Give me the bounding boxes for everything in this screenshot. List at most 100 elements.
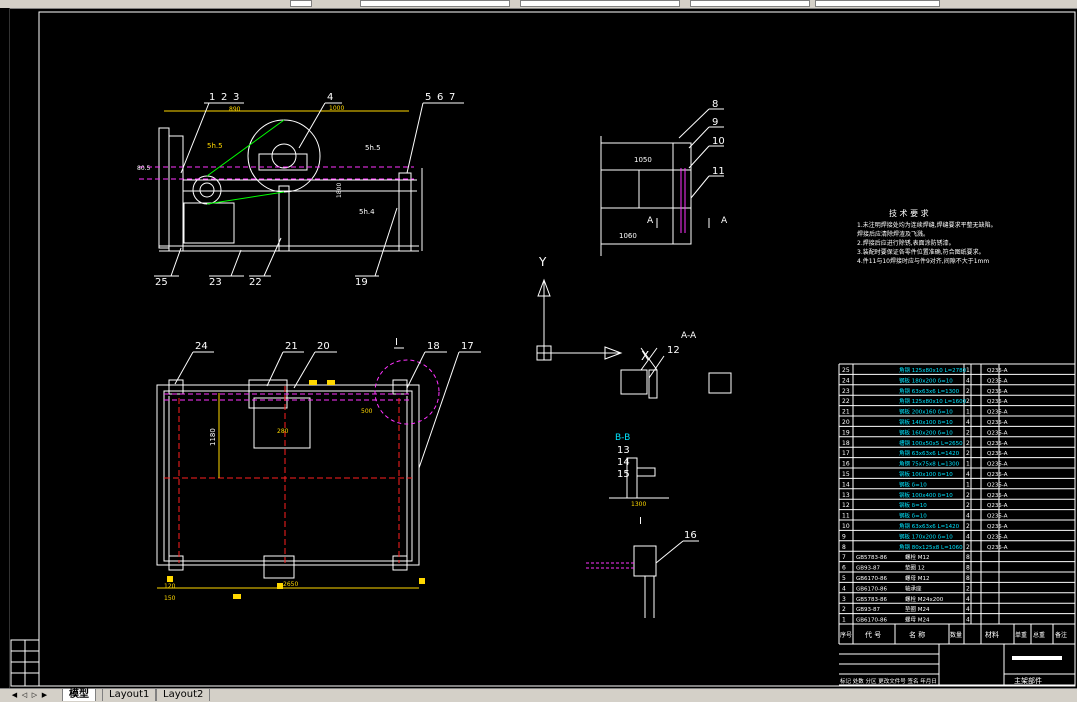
svg-text:A: A — [647, 216, 654, 226]
bom-row-material: Q235-A — [987, 493, 1008, 499]
left-ruler-strip — [0, 8, 10, 688]
svg-text:A: A — [721, 216, 728, 226]
callout-12: 12 — [667, 345, 680, 356]
svg-text:5h.5: 5h.5 — [365, 144, 381, 152]
callout-4: 4 — [327, 92, 333, 103]
svg-text:1300: 1300 — [631, 501, 646, 508]
bom-row-no: 3 — [842, 596, 846, 603]
bom-header-no: 序号 — [840, 631, 852, 639]
section-view: 1050 1060 8 9 10 11 A A — [600, 99, 728, 256]
toolbar-button[interactable] — [290, 0, 312, 7]
svg-text:80.5: 80.5 — [137, 165, 151, 172]
bom-row-material: Q235-A — [987, 534, 1008, 540]
detail-views: A-A 12 B-B 13 14 15 1300 I 16 — [586, 331, 732, 618]
lineweight-dropdown[interactable] — [690, 0, 810, 7]
svg-text:500: 500 — [361, 408, 373, 415]
callout-11: 11 — [712, 166, 725, 177]
bom-row-qty: 8 — [966, 565, 970, 572]
prev-tab-button[interactable]: ◁ — [21, 691, 28, 699]
bom-row-no: 9 — [842, 533, 846, 540]
bom-row-spec: 钢板 170x200 δ=10 — [899, 532, 953, 540]
bom-row-material: Q235-A — [987, 545, 1008, 551]
callout-7: 7 — [449, 92, 455, 103]
bom-row-no: 8 — [842, 544, 846, 551]
bom-row-qty: 2 — [966, 585, 970, 592]
title-block-labels: 标记 处数 分区 更改文件号 签名 年月日 — [840, 677, 937, 685]
bom-row-spec: 角钢 75x75x8 L=1300 — [899, 460, 960, 468]
callout-8: 8 — [712, 99, 718, 110]
note-line-2: 焊接后应清除焊渣及飞溅。 — [857, 230, 929, 238]
svg-text:1060: 1060 — [619, 232, 637, 240]
color-dropdown[interactable] — [815, 0, 940, 7]
callout-5: 5 — [425, 92, 431, 103]
bom-row-code: GB6170-86 — [856, 618, 888, 624]
callout-16: 16 — [684, 530, 697, 541]
first-tab-button[interactable]: ◀ — [11, 691, 18, 699]
bom-row-no: 21 — [842, 409, 850, 416]
bom-row-spec: 角钢 63x63x6 L=1420 — [899, 522, 960, 530]
callout-20: 20 — [317, 341, 330, 352]
bom-row-no: 11 — [842, 513, 850, 520]
bom-row-qty: 1 — [966, 367, 970, 374]
tab-layout1[interactable]: Layout1 — [102, 689, 157, 701]
bom-row-material: Q235-A — [987, 378, 1008, 384]
bom-row-no: 10 — [842, 523, 850, 530]
callout-21: 21 — [285, 341, 298, 352]
callout-1: 1 — [209, 92, 215, 103]
bom-row-spec: 钢板 200x160 δ=10 — [899, 408, 953, 416]
bom-row-no: 2 — [842, 606, 846, 613]
bom-row-material: Q235-A — [987, 420, 1008, 426]
bom-row-no: 23 — [842, 388, 850, 395]
bom-row-material: Q235-A — [987, 524, 1008, 530]
callout-10: 10 — [712, 136, 725, 147]
bom-row-no: 22 — [842, 398, 850, 405]
bom-row-qty: 2 — [966, 523, 970, 530]
layer-dropdown[interactable] — [360, 0, 510, 7]
bom-row-code: GB5783-86 — [856, 597, 888, 603]
bom-header-unit-weight: 单重 — [1015, 631, 1027, 639]
tab-layout2[interactable]: Layout2 — [156, 689, 211, 701]
bom-row-no: 4 — [842, 585, 846, 592]
bom-row-spec: 钢板 100x400 δ=10 — [899, 491, 953, 499]
section-label-AA: A-A — [681, 331, 697, 341]
bom-row-material: Q235-A — [987, 410, 1008, 416]
note-line-4: 3.装配时要保证各零件位置准确,符合图纸要求。 — [857, 248, 985, 256]
bom-row-spec: 钢板 100x100 δ=10 — [899, 470, 953, 478]
bom-row-no: 7 — [842, 554, 846, 561]
bom-row-spec: 钢板 180x200 δ=10 — [899, 376, 953, 384]
cad-drawing-canvas[interactable]: 5h.5 5h.5 5h.4 890 1000 1800 80.5 1 2 3 … — [9, 8, 1077, 688]
bom-row-qty: 4 — [966, 419, 970, 426]
bom-row-material: Q235-A — [987, 389, 1008, 395]
bom-row-spec: 槽钢 100x50x5 L=2650 — [899, 439, 963, 447]
tab-model[interactable]: 模型 — [62, 689, 96, 701]
bom-row-name: 螺栓 M12 — [905, 553, 930, 561]
callout-9: 9 — [712, 117, 718, 128]
drawing-name: 主架部件 — [1014, 676, 1042, 685]
bom-row-qty: 4 — [966, 606, 970, 613]
bom-header-name: 名 称 — [909, 630, 925, 639]
note-line-5: 4.件11与10焊接时应与件9对齐,间隙不大于1mm — [857, 257, 989, 265]
left-revision-block — [10, 639, 40, 687]
bom-row-qty: 8 — [966, 575, 970, 582]
bom-header-qty: 数量 — [950, 631, 962, 639]
bom-row-code: GB6170-86 — [856, 576, 888, 582]
bom-row-material: Q235-A — [987, 503, 1008, 509]
linetype-dropdown[interactable] — [520, 0, 680, 7]
last-tab-button[interactable]: ▶ — [41, 691, 48, 699]
next-tab-button[interactable]: ▷ — [31, 691, 38, 699]
bom-row-no: 5 — [842, 575, 846, 582]
callout-13: 13 — [617, 445, 630, 456]
bom-row-name: 螺栓 M24x200 — [905, 595, 944, 603]
bom-row-spec: 钢板 δ=10 — [899, 501, 927, 509]
svg-text:280: 280 — [277, 428, 289, 435]
bom-row-no: 25 — [842, 367, 850, 374]
callout-14: 14 — [617, 457, 630, 468]
svg-text:Y: Y — [538, 255, 547, 269]
svg-text:150: 150 — [164, 595, 176, 602]
bom-row-material: Q235-A — [987, 514, 1008, 520]
callout-2: 2 — [221, 92, 227, 103]
svg-text:5h.5: 5h.5 — [207, 142, 223, 150]
svg-text:1050: 1050 — [634, 156, 652, 164]
bom-row-qty: 4 — [966, 596, 970, 603]
bom-row-spec: 角钢 63x63x6 L=1420 — [899, 449, 960, 457]
